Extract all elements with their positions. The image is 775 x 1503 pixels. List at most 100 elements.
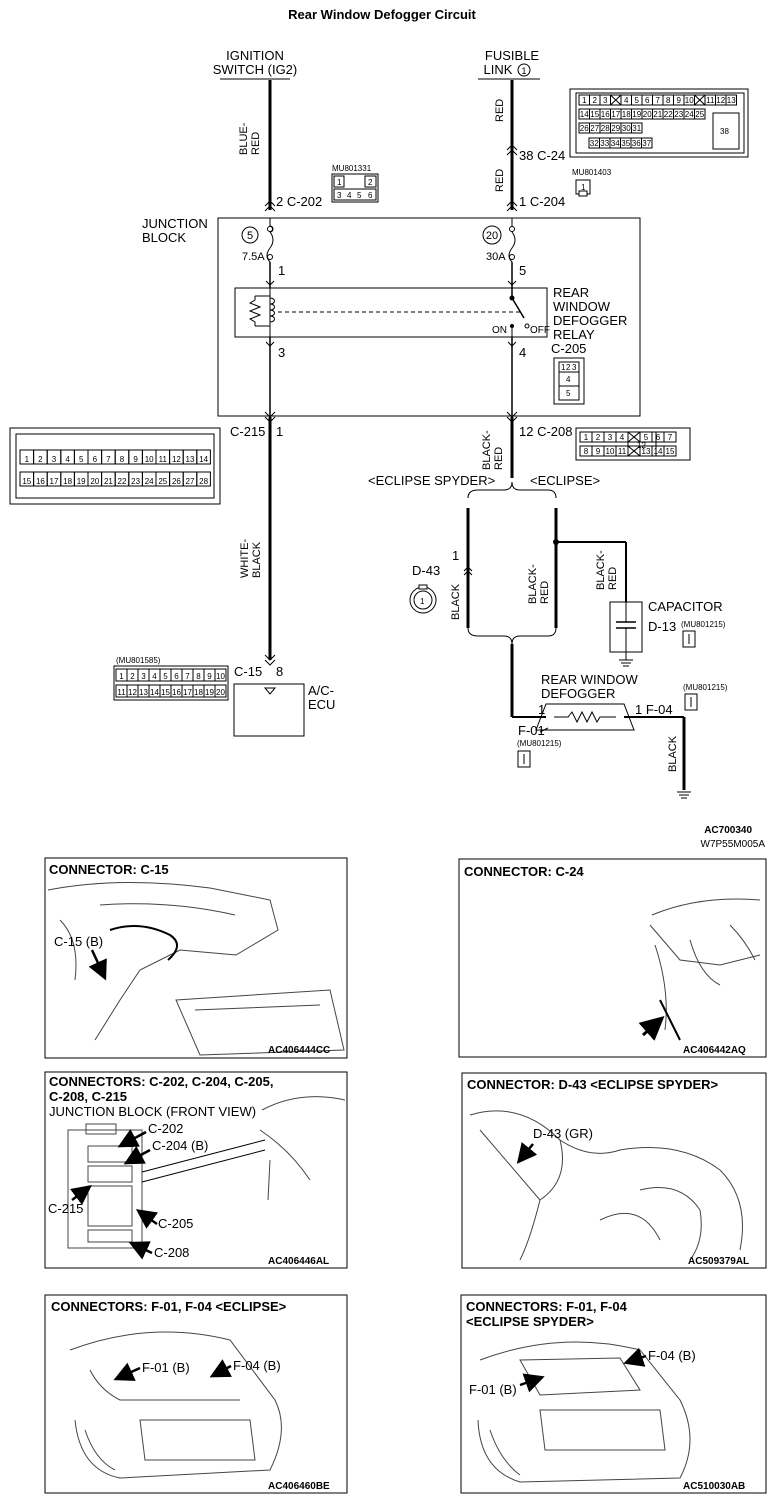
c15-pin: 8	[276, 664, 283, 679]
fuse-5-number: 5	[247, 230, 253, 242]
connector-pin-number: 2	[38, 455, 43, 464]
connector-pin-number: 24	[685, 110, 694, 119]
fuse-terminal	[509, 226, 515, 232]
fuse-20-circle	[482, 225, 502, 245]
connector-pin-number: 15	[666, 447, 675, 456]
connector-cell-blank	[627, 431, 641, 443]
connector-pin-number: 36	[632, 139, 641, 148]
connector-pin-number: 14	[150, 688, 159, 697]
chevron-icon	[506, 200, 518, 212]
chevron-icon	[264, 200, 276, 212]
splice-dot	[553, 539, 559, 545]
connector-pin-number: 13	[186, 455, 195, 464]
fusible-num-circle	[517, 63, 531, 77]
panel-f01-f04-eclipse: CONNECTORS: F-01, F-04 <ECLIPSE> F-01 (B…	[44, 1294, 348, 1494]
pin-c24: 38 C-24	[519, 148, 565, 163]
connector-pin-number: 5	[163, 672, 168, 681]
connector-pin-number: 8	[196, 672, 201, 681]
panel-title: CONNECTORS: C-202, C-204, C-205,	[49, 1074, 273, 1089]
callout-c205: C-205	[158, 1216, 193, 1231]
fuse-terminal	[267, 254, 273, 260]
connector-pin-number: 12	[128, 688, 137, 697]
callout-c215: C-215	[48, 1201, 83, 1216]
connector-pin-number: 7	[668, 433, 673, 442]
eclipse-label: <ECLIPSE>	[530, 473, 600, 488]
connector-pin-number: 19	[77, 477, 86, 486]
wire-label-black-spyder: BLACK	[450, 583, 462, 620]
wire-label-black-red-eclipse: BLACK- RED	[527, 564, 551, 604]
connector-pin-number: 14	[199, 455, 208, 464]
c215-name: C-215	[230, 424, 265, 439]
panel-title: CONNECTOR: D-43 <ECLIPSE SPYDER>	[467, 1077, 719, 1092]
connector-pin-number: 11	[117, 688, 126, 697]
chevron-icon	[507, 280, 517, 286]
connector-pin-number: 9	[133, 455, 138, 464]
svg-text:BLACK: BLACK	[667, 735, 679, 772]
svg-text:RED: RED	[493, 447, 505, 470]
svg-text:BLACK-: BLACK-	[481, 430, 493, 470]
f04-connector-face	[684, 693, 698, 711]
connector-pin-number: 5	[644, 433, 649, 442]
callout-f04: F-04 (B)	[648, 1348, 696, 1363]
connector-pin-number: 4	[65, 455, 70, 464]
c202-pin: 5	[357, 191, 362, 200]
c205-connector-face: 1 2 3 4 5	[553, 357, 585, 405]
d43-connector-face: 1	[409, 584, 437, 614]
wire-label-blue-red: BLUE- RED	[238, 122, 262, 155]
relay-contact-off	[524, 323, 530, 329]
pin-3: 3	[278, 345, 285, 360]
connector-pin-number: 18	[622, 110, 631, 119]
connector-pin-number: 21	[104, 477, 113, 486]
junction-block-sketch	[67, 1129, 143, 1249]
callout-f01: F-01 (B)	[142, 1360, 190, 1375]
connector-pin-number: 15	[161, 688, 170, 697]
connector-pin-number: 20	[216, 688, 225, 697]
relay-switch-arm	[511, 297, 525, 319]
connector-pin-number: 34	[611, 139, 620, 148]
c15-name: C-15	[234, 664, 262, 679]
fuse-20-amp: 30A	[486, 251, 506, 263]
svg-text:BLUE-: BLUE-	[238, 122, 250, 155]
fusible-label: FUSIBLE	[485, 48, 540, 63]
connector-pin-number: 8	[584, 447, 589, 456]
spyder-label: <ECLIPSE SPYDER>	[368, 473, 495, 488]
chevron-icon	[507, 341, 517, 347]
callout-f04: F-04 (B)	[233, 1358, 281, 1373]
connector-pin-number: 18	[194, 688, 203, 697]
panel-title-2: <ECLIPSE SPYDER>	[466, 1314, 594, 1329]
connector-pin-number: 12	[172, 455, 181, 464]
pin-c208: 12 C-208	[519, 424, 572, 439]
connector-pin-number: 16	[172, 688, 181, 697]
f01-connector-face	[517, 750, 531, 768]
ignition-label-2: SWITCH (IG2)	[213, 62, 298, 77]
relay-coil-icon	[269, 297, 275, 323]
connector-pin-number: 3	[52, 455, 57, 464]
d43-label: D-43	[412, 563, 440, 578]
svg-text:BLACK: BLACK	[450, 583, 462, 620]
connector-pin-number: 26	[580, 124, 589, 133]
dashboard-sketch	[649, 898, 761, 1031]
connector-pin-number: 27	[590, 124, 599, 133]
defogger-label-2: DEFOGGER	[541, 686, 615, 701]
relay-label: REAR	[553, 285, 589, 300]
connector-pin-number: 31	[632, 124, 641, 133]
svg-text:12: 12	[637, 441, 646, 450]
chevron-icon	[506, 144, 518, 156]
relay-on-label: ON	[492, 325, 507, 336]
pin-c202: 2 C-202	[276, 194, 322, 209]
wire-label-black-red: BLACK- RED	[481, 430, 505, 470]
fuse-terminal	[267, 226, 273, 232]
panel-c15: CONNECTOR: C-15 C-15 (B) AC406444CC	[44, 857, 348, 1059]
diagram-title: Rear Window Defogger Circuit	[288, 7, 476, 22]
connector-cell	[214, 668, 227, 682]
c202-connector-face: 1 2 3 4 5 6	[331, 173, 379, 203]
connector-pin-number: 17	[50, 477, 59, 486]
svg-text:WHITE-: WHITE-	[239, 539, 251, 578]
connector-pin-number: 29	[611, 124, 620, 133]
connector-pin-number: 6	[656, 433, 661, 442]
connector-cell	[694, 108, 706, 120]
defogger-label: REAR WINDOW	[541, 672, 639, 687]
connector-pin-number: 4	[152, 672, 157, 681]
split-brace-top	[467, 481, 557, 499]
connector-pin-number: 27	[186, 477, 195, 486]
